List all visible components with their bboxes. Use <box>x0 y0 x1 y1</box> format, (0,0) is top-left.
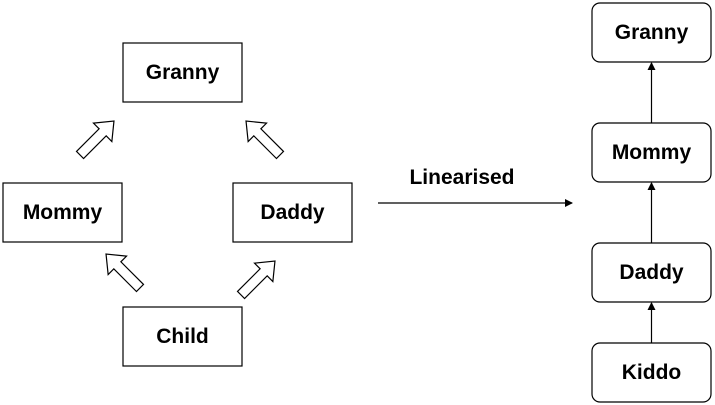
child-to-daddy-arrow <box>236 260 276 300</box>
linearised-label: Linearised <box>409 166 514 189</box>
linear-granny-node: Granny <box>591 2 712 63</box>
child-label: Child <box>156 325 209 348</box>
linear-mommy-node: Mommy <box>591 122 712 183</box>
child-node: Child <box>122 306 243 367</box>
granny-label: Granny <box>146 61 220 84</box>
daddy-node: Daddy <box>232 182 353 243</box>
mommy-to-granny-arrow <box>75 120 115 160</box>
mommy-label: Mommy <box>23 201 103 224</box>
linear-kiddo-node: Kiddo <box>591 342 712 403</box>
child-to-mommy-arrow <box>105 253 145 293</box>
granny-node: Granny <box>122 42 243 103</box>
linear-mommy-label: Mommy <box>612 141 692 164</box>
mommy-node: Mommy <box>2 182 123 243</box>
daddy-label: Daddy <box>260 201 325 224</box>
daddy-to-granny-arrow <box>245 120 285 160</box>
linear-kiddo-label: Kiddo <box>622 361 681 384</box>
linear-daddy-node: Daddy <box>591 242 712 303</box>
linear-granny-label: Granny <box>615 21 689 44</box>
linear-daddy-label: Daddy <box>619 261 684 284</box>
